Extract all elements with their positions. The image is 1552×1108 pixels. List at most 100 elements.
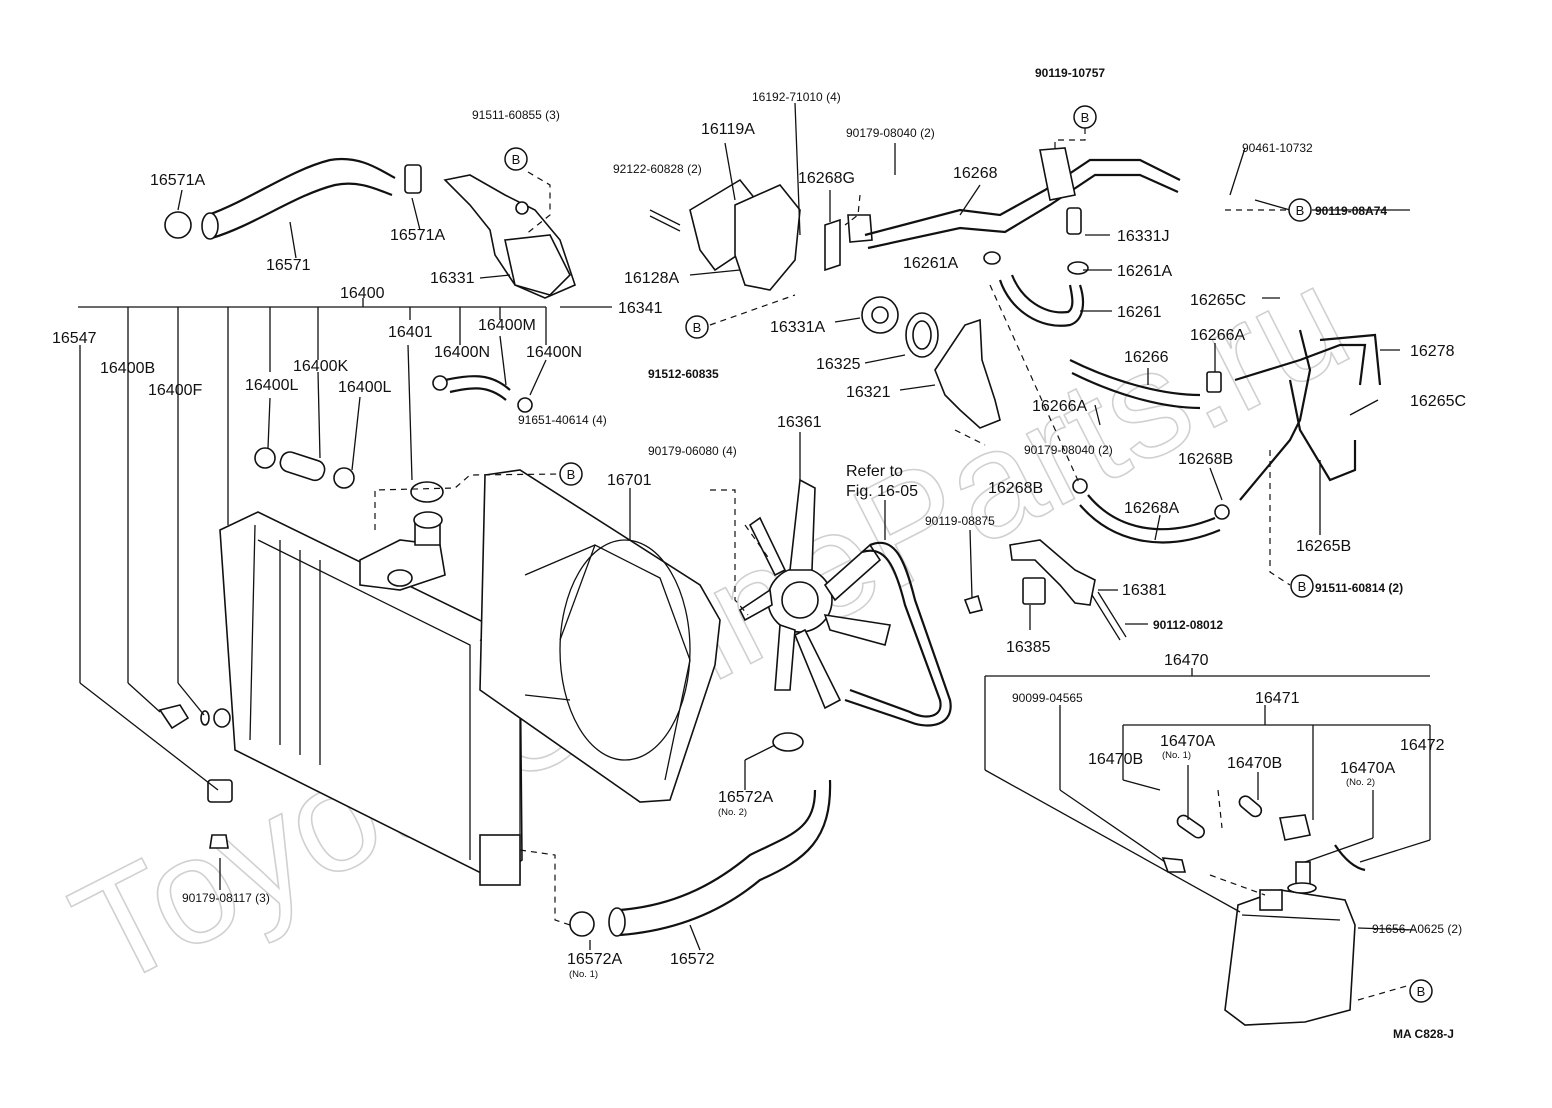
label-90179-06080: 90179-06080 (4) (648, 444, 737, 458)
label-16470: 16470 (1164, 652, 1209, 669)
label-91511-60814: 91511-60814 (2) (1315, 581, 1403, 595)
note-16470A-no2: (No. 2) (1346, 777, 1375, 788)
label-16572: 16572 (670, 951, 715, 968)
label-90461-10732: 90461-10732 (1242, 141, 1313, 155)
svg-text:B: B (567, 467, 576, 482)
label-16325: 16325 (816, 356, 861, 373)
note-16470A-no1: (No. 1) (1162, 750, 1191, 761)
note-16572A-no1: (No. 1) (569, 969, 598, 980)
label-16400L: 16400L (338, 379, 391, 396)
label-16119A: 16119A (701, 121, 755, 138)
water-inlet-housing-16119A (649, 178, 801, 291)
label-16472: 16472 (1400, 737, 1445, 754)
dashed-reference-lines (374, 128, 1411, 1001)
label-16400N: 16400N (434, 344, 490, 361)
label-16571A: 16571A (390, 227, 445, 244)
marker-b-2: B (1073, 105, 1097, 129)
cooling-fan-16361 (738, 478, 891, 710)
marker-b-1: B (504, 147, 528, 171)
label-16470A: 16470A (1340, 760, 1395, 777)
label-91651-40614: 91651-40614 (4) (518, 413, 607, 427)
label-16192-71010: 16192-71010 (4) (752, 90, 841, 104)
label-16261A: 16261A (903, 255, 958, 272)
label-16571A: 16571A (150, 172, 205, 189)
label-16265C: 16265C (1410, 393, 1466, 410)
label-16381: 16381 (1122, 582, 1167, 599)
label-16321: 16321 (846, 384, 891, 401)
label-16261: 16261 (1117, 304, 1162, 321)
leader-lines (78, 102, 1431, 951)
label-16470B: 16470B (1227, 755, 1282, 772)
label-16571: 16571 (266, 257, 311, 274)
label-90179-08040: 90179-08040 (2) (1024, 443, 1113, 457)
label-16268A: 16268A (1124, 500, 1179, 517)
svg-text:B: B (1296, 203, 1305, 218)
water-bypass-pipe-16268 (824, 147, 1181, 272)
label-16400N: 16400N (526, 344, 582, 361)
label-16268B: 16268B (988, 480, 1043, 497)
label-16268B: 16268B (1178, 451, 1233, 468)
label-16278: 16278 (1410, 343, 1455, 360)
thermostat-16331A (861, 296, 1001, 429)
label-90119-08A74: 90119-08A74 (1315, 204, 1387, 218)
lower-radiator-hose-16572 (569, 732, 832, 937)
label-16265C: 16265C (1190, 292, 1246, 309)
hose-16261 (983, 207, 1089, 327)
svg-text:B: B (693, 320, 702, 335)
reference-note-line1: Refer to (846, 463, 903, 480)
svg-text:B: B (1417, 984, 1426, 999)
figure-code: MA C828-J (1393, 1027, 1454, 1041)
label-16400K: 16400K (293, 358, 348, 375)
fan-shroud-16701 (479, 469, 721, 803)
label-90119-10757: 90119-10757 (1035, 66, 1105, 80)
label-16266: 16266 (1124, 349, 1169, 366)
label-92122-60828: 92122-60828 (2) (613, 162, 702, 176)
marker-b-5: B (559, 462, 583, 486)
label-16261A: 16261A (1117, 263, 1172, 280)
bracket-16381 (963, 539, 1127, 641)
reservoir-tank-16470 (1161, 795, 1366, 1026)
label-91511-60855: 91511-60855 (3) (472, 108, 560, 122)
note-16572A-no2: (No. 2) (718, 807, 747, 818)
label-16701: 16701 (607, 472, 652, 489)
label-16341: 16341 (618, 300, 663, 317)
label-16268: 16268 (953, 165, 998, 182)
label-16400L: 16400L (245, 377, 298, 394)
label-16401: 16401 (388, 324, 433, 341)
label-16547: 16547 (52, 330, 97, 347)
label-90112-08012: 90112-08012 (1153, 618, 1223, 632)
marker-b-6: B (1290, 574, 1314, 598)
label-90179-08117: 90179-08117 (3) (182, 891, 270, 905)
label-16331A: 16331A (770, 319, 825, 336)
label-91512-60835: 91512-60835 (648, 367, 719, 381)
svg-text:B: B (1081, 110, 1090, 125)
label-16266A: 16266A (1190, 327, 1245, 344)
label-16331J: 16331J (1117, 228, 1170, 245)
label-90179-08040: 90179-08040 (2) (846, 126, 935, 140)
radiator-assembly-16400 (219, 481, 523, 886)
label-91656-A0625: 91656-A0625 (2) (1372, 922, 1462, 936)
svg-text:B: B (512, 152, 521, 167)
svg-text:B: B (1298, 579, 1307, 594)
marker-b-3: B (1288, 198, 1312, 222)
label-90119-08875: 90119-08875 (925, 514, 995, 528)
label-16400M: 16400M (478, 317, 536, 334)
label-16470A: 16470A (1160, 733, 1215, 750)
label-90099-04565: 90099-04565 (1012, 691, 1083, 705)
hose-16268A (1072, 478, 1230, 544)
label-16361: 16361 (777, 414, 822, 431)
label-16572A: 16572A (718, 789, 773, 806)
label-16331: 16331 (430, 270, 475, 287)
upper-radiator-hose-16571 (164, 157, 422, 240)
label-16470B: 16470B (1088, 751, 1143, 768)
water-outlet-16331 (443, 174, 576, 299)
label-16266A: 16266A (1032, 398, 1087, 415)
reference-note-line2: Fig. 16-05 (846, 483, 918, 500)
label-16471: 16471 (1255, 690, 1300, 707)
v-belt (844, 541, 952, 727)
label-16265B: 16265B (1296, 538, 1351, 555)
hoses-16266-16278-16265B (1069, 329, 1382, 501)
label-16572A: 16572A (567, 951, 622, 968)
marker-b-4: B (685, 315, 709, 339)
